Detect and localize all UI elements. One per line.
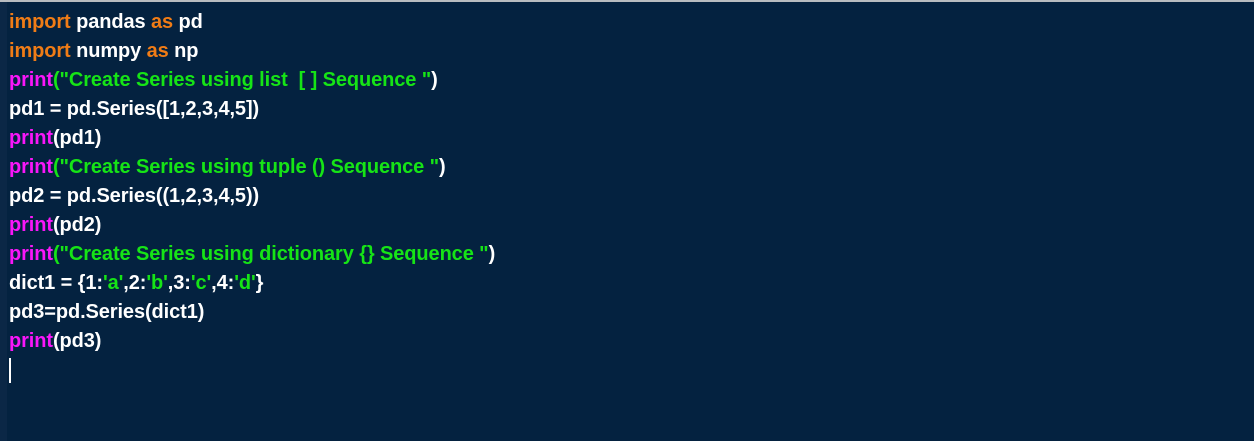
code-token-str: "Create Series using dictionary {} Seque…: [59, 243, 489, 265]
code-token-str: "Create Series using tuple () Sequence ": [59, 156, 440, 178]
code-token-builtin: print: [9, 69, 53, 91]
code-token-plain: }: [255, 272, 264, 294]
code-line[interactable]: import numpy as np: [0, 37, 1254, 66]
code-line[interactable]: print(pd1): [0, 124, 1254, 153]
code-token-builtin: print: [9, 156, 53, 178]
code-token-plain: pandas: [70, 11, 151, 33]
code-token-str: 'd': [234, 272, 256, 294]
code-line[interactable]: pd2 = pd.Series((1,2,3,4,5)): [0, 182, 1254, 211]
code-token-plain: (pd3): [52, 330, 102, 352]
code-token-plain: numpy: [70, 40, 147, 62]
code-token-plain: dict1 = {1:: [9, 272, 103, 294]
caret-line[interactable]: [0, 356, 1254, 385]
code-line[interactable]: print("Create Series using list [ ] Sequ…: [0, 66, 1254, 95]
code-token-builtin: print: [9, 127, 53, 149]
code-token-kw: import: [9, 40, 71, 62]
code-token-plain: ): [431, 69, 438, 91]
editor-gutter-stripe: [0, 2, 7, 441]
code-token-kw: as: [150, 11, 174, 33]
code-token-str: 'a': [102, 272, 124, 294]
code-token-kw: as: [146, 40, 169, 62]
code-line[interactable]: print(pd2): [0, 211, 1254, 240]
code-token-plain: ,2:: [123, 272, 147, 294]
code-token-plain: ,3:: [167, 272, 191, 294]
code-token-plain: np: [168, 40, 199, 62]
code-token-kw: import: [9, 11, 71, 33]
code-line[interactable]: pd1 = pd.Series([1,2,3,4,5]): [0, 95, 1254, 124]
code-line[interactable]: print(pd3): [0, 327, 1254, 356]
code-line[interactable]: import pandas as pd: [0, 8, 1254, 37]
code-token-plain: ): [439, 156, 446, 178]
code-token-str: (: [52, 156, 60, 178]
code-token-str: (: [52, 69, 60, 91]
code-token-plain: ): [488, 243, 496, 265]
code-token-plain: (pd1): [52, 127, 102, 149]
code-line[interactable]: dict1 = {1:'a',2:'b',3:'c',4:'d'}: [0, 269, 1254, 298]
code-token-str: "Create Series using list [ ] Sequence ": [59, 69, 432, 91]
code-token-builtin: print: [9, 214, 53, 236]
code-token-str: (: [52, 243, 60, 265]
code-token-builtin: print: [9, 330, 53, 352]
code-token-plain: pd2 = pd.Series((1,2,3,4,5)): [9, 185, 260, 207]
code-token-str: 'b': [146, 272, 168, 294]
code-token-builtin: print: [9, 243, 53, 265]
code-line[interactable]: print("Create Series using dictionary {}…: [0, 240, 1254, 269]
code-token-plain: pd: [173, 11, 203, 33]
code-token-str: 'c': [190, 272, 212, 294]
code-line[interactable]: print("Create Series using tuple () Sequ…: [0, 153, 1254, 182]
code-line[interactable]: pd3=pd.Series(dict1): [0, 298, 1254, 327]
code-token-plain: pd1 = pd.Series([1,2,3,4,5]): [9, 98, 260, 120]
code-token-plain: pd3=pd.Series(dict1): [9, 301, 205, 323]
code-token-plain: (pd2): [52, 214, 102, 236]
code-token-plain: ,4:: [211, 272, 235, 294]
text-caret: [9, 358, 11, 383]
